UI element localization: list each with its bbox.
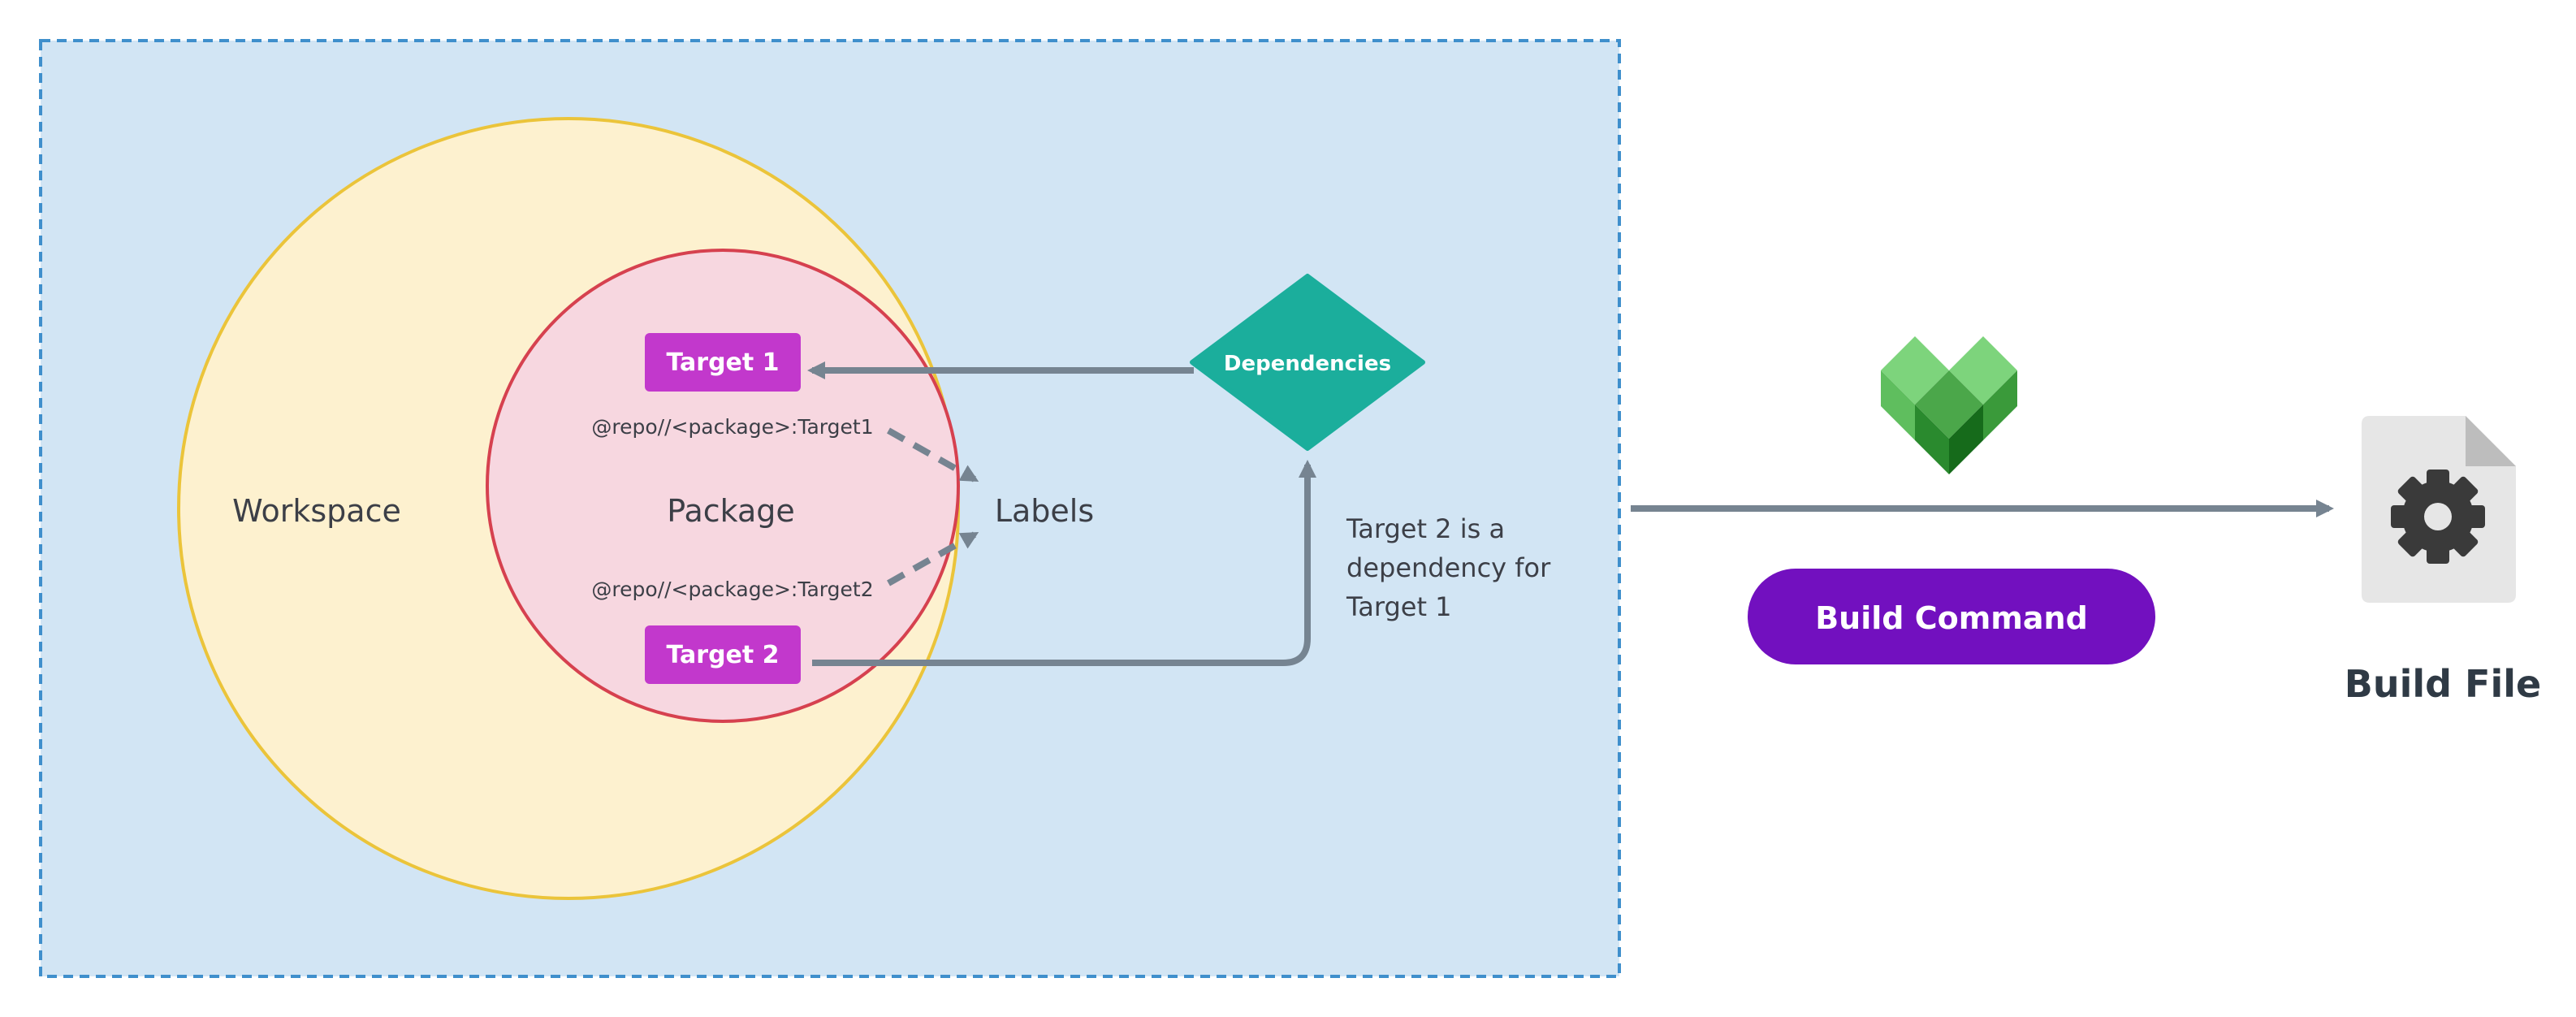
build-command-button[interactable] <box>1748 569 2155 664</box>
target2-box[interactable] <box>645 625 801 684</box>
gear-icon <box>2391 470 2485 564</box>
note-line-1: Target 2 is a <box>1346 513 1505 544</box>
dependencies-text: Dependencies <box>1224 352 1391 376</box>
label1-to-labels-arrow <box>887 427 979 483</box>
bazel-logo-icon <box>1881 336 2017 474</box>
target2-label-text: @repo//<package>:Target2 <box>591 578 873 601</box>
package-label: Package <box>667 493 795 529</box>
target1-label-text: @repo//<package>:Target1 <box>591 415 873 439</box>
note-line-3: Target 1 <box>1346 591 1452 622</box>
target2-to-dependencies-arrow <box>812 460 1316 666</box>
build-file-label: Build File <box>2345 662 2541 706</box>
label2-to-labels-arrow <box>887 531 979 586</box>
dependencies-diamond[interactable] <box>1190 274 1425 451</box>
target1-text: Target 1 <box>666 348 779 377</box>
dependency-note: Target 2 is a dependency for Target 1 <box>1346 513 1558 622</box>
build-command-text: Build Command <box>1815 600 2088 636</box>
target1-box[interactable] <box>645 333 801 392</box>
workspace-label: Workspace <box>232 493 401 529</box>
labels-label: Labels <box>995 493 1094 529</box>
note-line-2: dependency for <box>1346 552 1551 583</box>
target2-text: Target 2 <box>666 641 779 669</box>
